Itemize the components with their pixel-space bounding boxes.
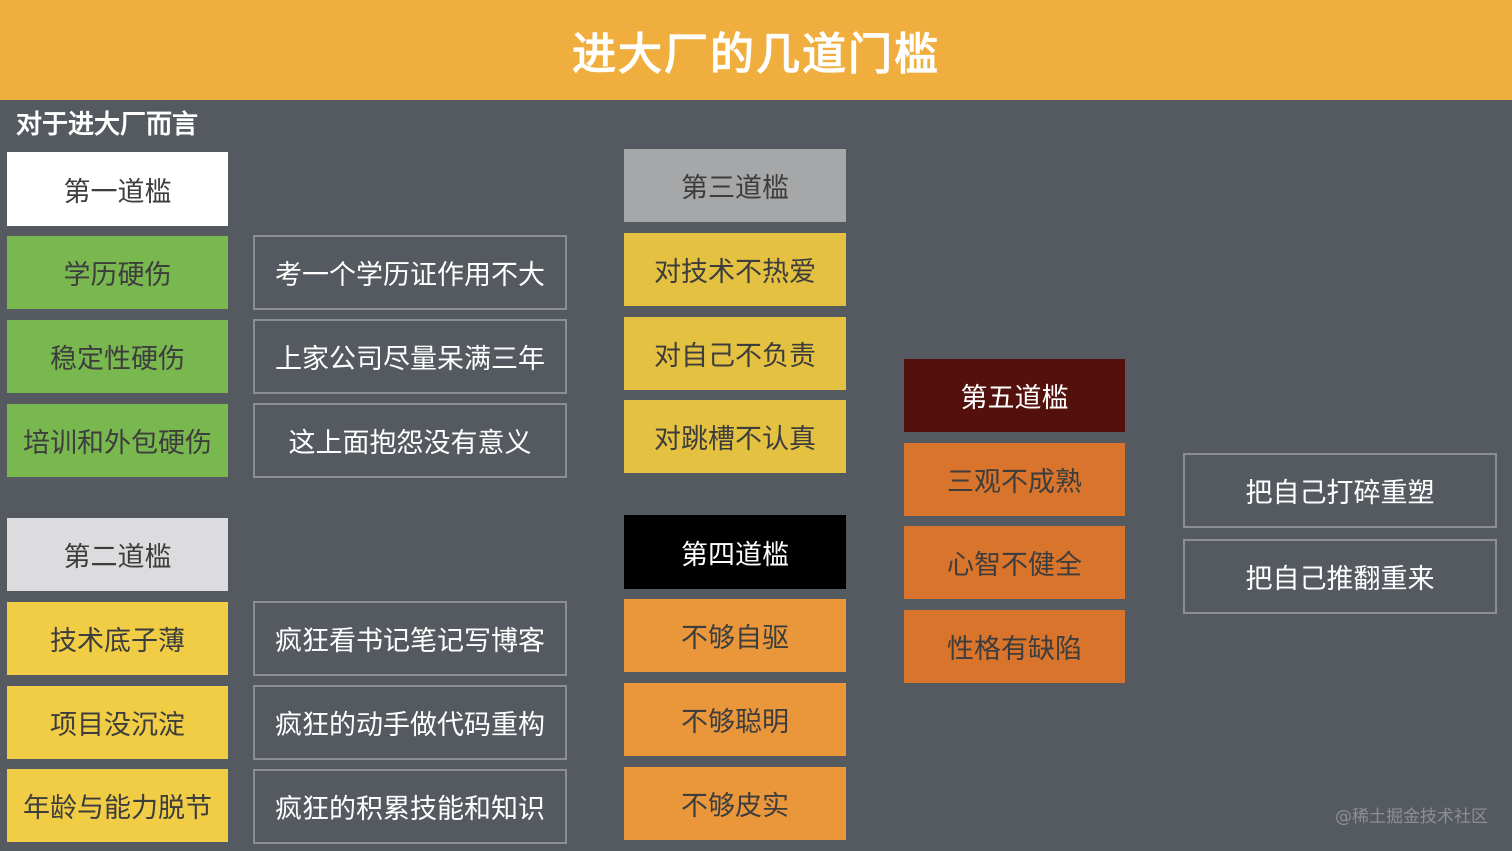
- page-title: 进大厂的几道门槛: [572, 29, 940, 80]
- gate4-item-1: 不够自驱: [624, 599, 846, 672]
- gate2-item-3: 年龄与能力脱节: [7, 769, 228, 842]
- gate2-item-2: 项目没沉淀: [7, 686, 228, 759]
- watermark: @稀土掘金技术社区: [1335, 807, 1488, 827]
- gate1-item-2: 稳定性硬伤: [7, 320, 228, 393]
- gate1-item-1: 学历硬伤: [7, 236, 228, 309]
- gate1-solution-3: 这上面抱怨没有意义: [253, 403, 567, 478]
- subtitle: 对于进大厂而言: [16, 110, 199, 140]
- gate5-solution-2: 把自己推翻重来: [1183, 539, 1497, 614]
- gate3-item-3: 对跳槽不认真: [624, 400, 846, 473]
- gate5-item-2: 心智不健全: [904, 526, 1125, 599]
- gate1-solution-1: 考一个学历证作用不大: [253, 235, 567, 310]
- gate3-item-2: 对自己不负责: [624, 317, 846, 390]
- gate4-item-2: 不够聪明: [624, 683, 846, 756]
- gate1-title: 第一道槛: [7, 152, 228, 226]
- gate5-item-3: 性格有缺陷: [904, 610, 1125, 683]
- gate2-solution-1: 疯狂看书记笔记写博客: [253, 601, 567, 676]
- gate4-item-3: 不够皮实: [624, 767, 846, 840]
- gate2-solution-3: 疯狂的积累技能和知识: [253, 769, 567, 844]
- gate3-title: 第三道槛: [624, 149, 846, 222]
- gate5-item-1: 三观不成熟: [904, 443, 1125, 516]
- gate1-item-3: 培训和外包硬伤: [7, 404, 228, 477]
- gate4-title: 第四道槛: [624, 515, 846, 589]
- gate2-solution-2: 疯狂的动手做代码重构: [253, 685, 567, 760]
- gate2-title: 第二道槛: [7, 518, 228, 591]
- gate2-item-1: 技术底子薄: [7, 602, 228, 675]
- gate3-item-1: 对技术不热爱: [624, 233, 846, 306]
- gate1-solution-2: 上家公司尽量呆满三年: [253, 319, 567, 394]
- header-bar: 进大厂的几道门槛: [0, 0, 1512, 100]
- gate5-solution-1: 把自己打碎重塑: [1183, 453, 1497, 528]
- gate5-title: 第五道槛: [904, 359, 1125, 432]
